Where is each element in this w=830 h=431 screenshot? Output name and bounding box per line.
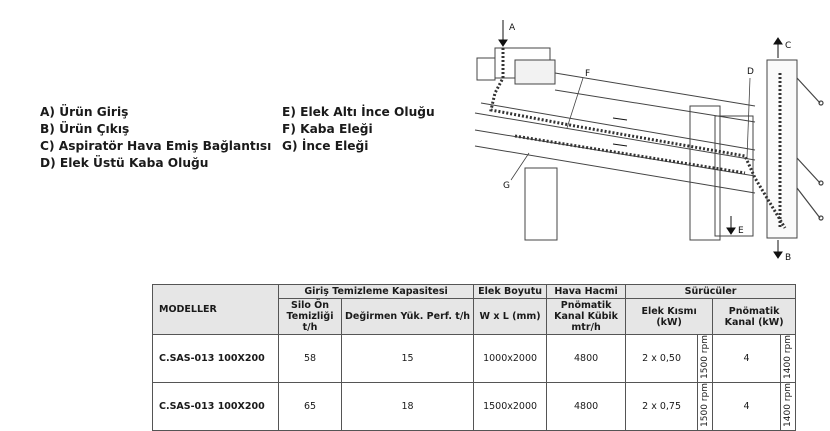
legend-item-c: C) Aspiratör Hava Emiş Bağlantısı bbox=[40, 139, 272, 153]
cell-mill: 18 bbox=[340, 381, 475, 431]
header-row-2: Silo Ön Temizliği t/h Değirmen Yük. Perf… bbox=[153, 298, 797, 335]
header-row-1: MODELLER Giriş Temizleme Kapasitesi Elek… bbox=[152, 284, 797, 335]
legend-item-d: D) Elek Üstü Kaba Oluğu bbox=[40, 156, 209, 170]
cell-mill: 15 bbox=[340, 334, 475, 383]
col-air: Pnömatik Kanal Kübik mtr/h bbox=[546, 298, 627, 335]
rpm-label: 1400 rpm bbox=[783, 382, 794, 427]
label-e: E bbox=[738, 226, 744, 236]
diagram-labels: A C D F G E B bbox=[503, 23, 791, 263]
col-capacity: Giriş Temizleme Kapasitesi bbox=[277, 284, 475, 299]
leader-lines bbox=[510, 77, 751, 181]
cell-rpm1: 1500 rpm bbox=[697, 334, 714, 383]
rpm-label: 1500 rpm bbox=[700, 382, 711, 427]
cell-rpm2: 1400 rpm bbox=[780, 381, 797, 431]
side-vanes bbox=[796, 77, 824, 221]
cell-silo: 58 bbox=[278, 334, 342, 383]
legend-right: E) Elek Altı İnce Oluğu F) Kaba Eleği G)… bbox=[282, 104, 435, 155]
cell-rpm1: 1500 rpm bbox=[697, 381, 714, 431]
col-screen-kw: Elek Kısmı (kW) bbox=[625, 298, 714, 335]
machine-diagram: A C D F G E B bbox=[474, 20, 824, 263]
label-a: A bbox=[509, 23, 516, 33]
rpm-label: 1500 rpm bbox=[700, 335, 711, 379]
cell-size: 1500x2000 bbox=[473, 381, 548, 431]
col-pneu-kw: Pnömatik Kanal (kW) bbox=[712, 298, 797, 335]
table-row: C.SAS-013 100X200 58 15 1000x2000 4800 2… bbox=[152, 334, 797, 383]
spec-table: MODELLER Giriş Temizleme Kapasitesi Elek… bbox=[152, 284, 797, 431]
legend-item-g: G) İnce Eleği bbox=[282, 139, 369, 153]
label-c: C bbox=[785, 41, 791, 51]
label-g: G bbox=[503, 181, 510, 191]
col-models: MODELLER bbox=[152, 284, 279, 335]
cell-air: 4800 bbox=[546, 381, 627, 431]
label-b: B bbox=[785, 253, 791, 263]
label-d: D bbox=[747, 67, 754, 77]
cell-air: 4800 bbox=[546, 334, 627, 383]
cell-pneu-kw: 4 bbox=[712, 334, 782, 383]
legend-item-f: F) Kaba Eleği bbox=[282, 122, 373, 136]
rpm-label: 1400 rpm bbox=[783, 335, 794, 379]
cell-rpm2: 1400 rpm bbox=[780, 334, 797, 383]
flow-arrows bbox=[498, 20, 783, 259]
col-wxl: W x L (mm) bbox=[473, 298, 548, 335]
table-row: C.SAS-013 100X200 65 18 1500x2000 4800 2… bbox=[152, 381, 797, 431]
col-drives: Sürücüler bbox=[625, 284, 797, 299]
legend-item-b: B) Ürün Çıkış bbox=[40, 122, 130, 136]
legend-item-a: A) Ürün Giriş bbox=[40, 105, 129, 119]
col-mill: Değirmen Yük. Perf. t/h bbox=[340, 298, 475, 335]
cell-screen-kw: 2 x 0,50 bbox=[625, 334, 699, 383]
col-air-group: Hava Hacmi bbox=[546, 284, 627, 299]
legend-item-e: E) Elek Altı İnce Oluğu bbox=[282, 105, 435, 119]
cell-screen-kw: 2 x 0,75 bbox=[625, 381, 699, 431]
cell-silo: 65 bbox=[278, 381, 342, 431]
label-f: F bbox=[585, 69, 590, 79]
cell-size: 1000x2000 bbox=[473, 334, 548, 383]
col-silo: Silo Ön Temizliği t/h bbox=[278, 298, 342, 335]
cell-pneu-kw: 4 bbox=[712, 381, 782, 431]
product-flow bbox=[489, 48, 787, 229]
cell-model: C.SAS-013 100X200 bbox=[152, 381, 279, 431]
legend-left: A) Ürün Giriş B) Ürün Çıkış C) Aspiratör… bbox=[40, 104, 271, 172]
cell-model: C.SAS-013 100X200 bbox=[152, 334, 279, 383]
col-screen-size: Elek Boyutu bbox=[473, 284, 548, 299]
